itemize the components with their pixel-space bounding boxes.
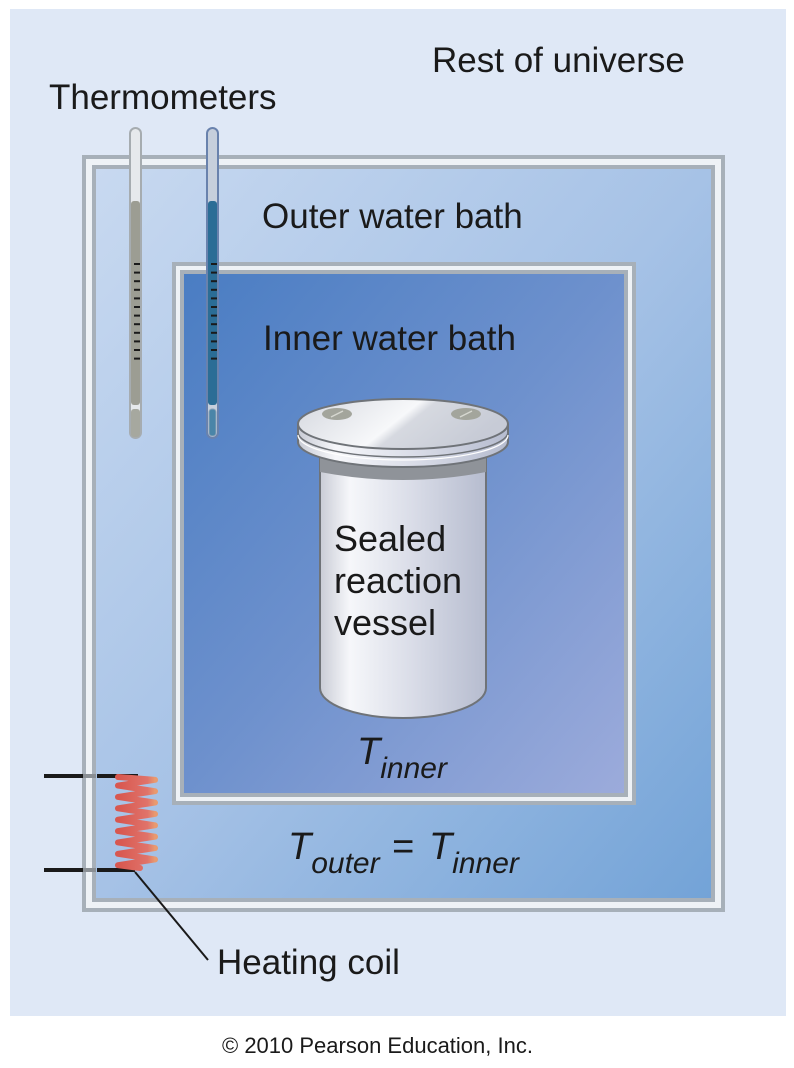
copyright-notice: © 2010 Pearson Education, Inc.	[222, 1033, 533, 1058]
t-inner-label: Tinner	[357, 731, 447, 786]
heating-coil-leader-line	[134, 871, 209, 961]
t-inner-rhs-subscript: inner	[452, 847, 519, 880]
thermometer-scale	[134, 263, 140, 360]
t-outer-symbol: T	[288, 826, 312, 868]
outer-water-bath-label: Outer water bath	[262, 197, 523, 236]
t-inner-rhs-symbol: T	[428, 826, 453, 868]
vessel-label: Sealed reaction vessel	[334, 518, 462, 644]
screw-icon	[451, 408, 481, 420]
vessel-label-line1: Sealed	[334, 518, 447, 559]
vessel-label-line2: reaction	[334, 560, 463, 601]
rest-of-universe-label: Rest of universe	[432, 41, 685, 80]
vessel-label-line3: vessel	[334, 602, 437, 643]
inner-water-bath-label: Inner water bath	[263, 319, 516, 358]
t-inner-subscript: inner	[380, 752, 447, 785]
reaction-vessel	[297, 398, 509, 719]
screw-icon	[322, 408, 352, 420]
t-outer-subscript: outer	[311, 847, 380, 880]
thermometer-inner-icon	[206, 127, 219, 439]
thermometer-scale	[211, 263, 217, 360]
heating-coil-label: Heating coil	[217, 943, 400, 982]
thermometers-label: Thermometers	[49, 78, 277, 117]
temperature-equality-equation: Touter = Tinner	[288, 826, 519, 881]
thermometer-outer-icon	[129, 127, 142, 439]
equals-sign: =	[392, 826, 415, 868]
t-inner-symbol: T	[357, 731, 381, 773]
heating-coil-icon	[44, 774, 209, 961]
